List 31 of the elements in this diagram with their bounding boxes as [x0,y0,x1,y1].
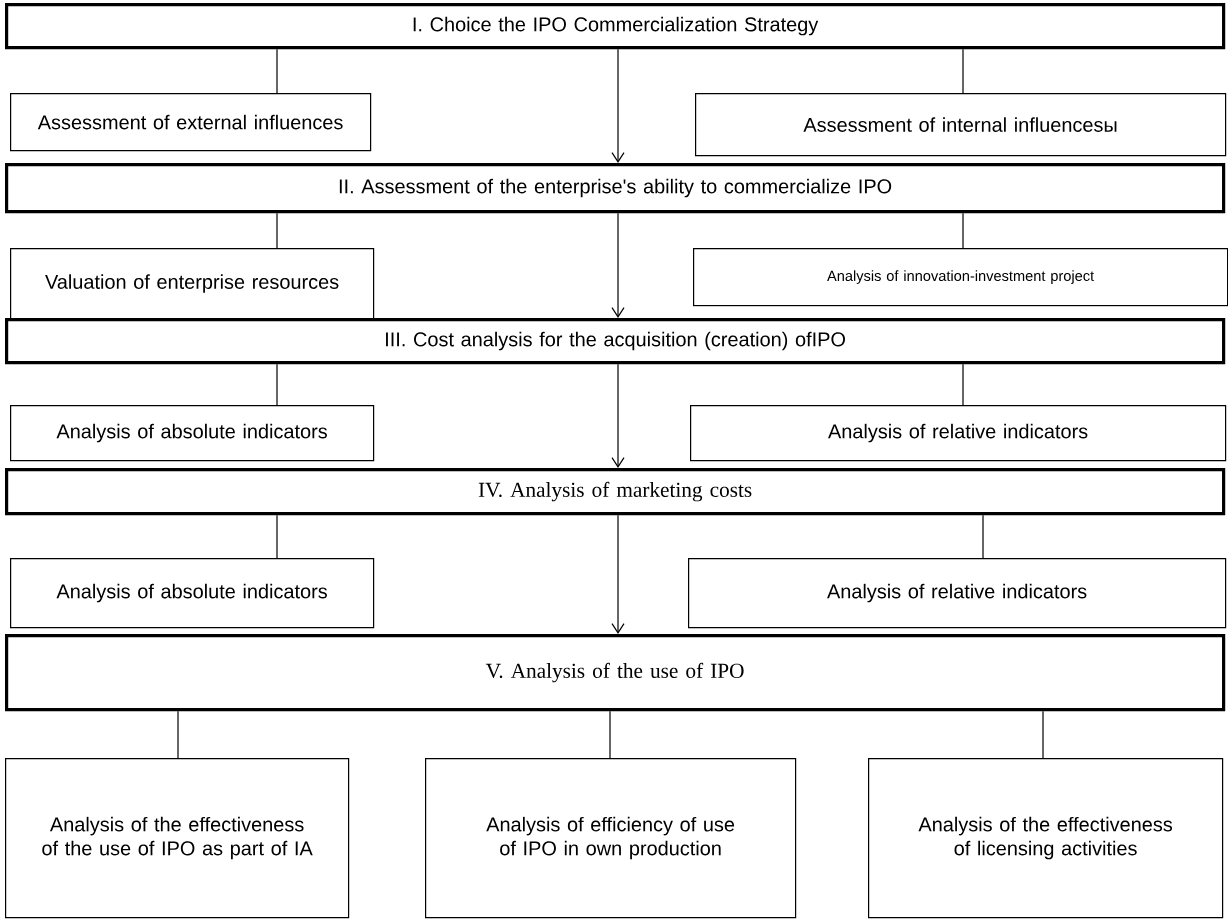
arrow [611,48,625,163]
step-box: Analysis of innovation-investment project [693,248,1228,307]
connector-line [276,48,278,94]
step-box: Analysis of the effectiveness of licensing activities [868,758,1224,919]
connector-line [962,363,964,406]
step-box: Analysis of absolute indicators [10,558,375,629]
connector-line [276,363,278,406]
step-box: Analysis of absolute indicators [10,405,375,462]
stage-box: I. Choice the IPO Commercialization Strategy [5,3,1226,50]
stage-box: IV. Analysis of marketing costs [5,468,1226,516]
connector-line [177,710,179,759]
step-box: Assessment of internal influencesы [695,93,1227,157]
step-box: Analysis of the effectiveness of the use of IPO as part of IA [5,758,350,919]
stage-box: V. Analysis of the use of IPO [5,634,1226,712]
step-box: Valuation of enterprise resources [10,248,375,320]
connector-line [962,212,964,249]
connector-line [982,514,984,559]
arrow [611,212,625,318]
connector-line [276,212,278,249]
connector-line [276,514,278,559]
arrow [611,363,625,468]
connector-line [609,710,611,759]
stage-box: II. Assessment of the enterprise's ability to commercialize IPO [5,163,1226,214]
step-box: Analysis of relative indicators [690,405,1227,462]
arrow [611,514,625,634]
step-box: Analysis of efficiency of use of IPO in own production [425,758,797,919]
connector-line [1042,710,1044,759]
step-box: Assessment of external influences [10,93,372,152]
stage-box: III. Cost analysis for the acquisition (creation) ofIPO [5,318,1226,365]
connector-line [962,48,964,94]
step-box: Analysis of relative indicators [688,558,1227,629]
